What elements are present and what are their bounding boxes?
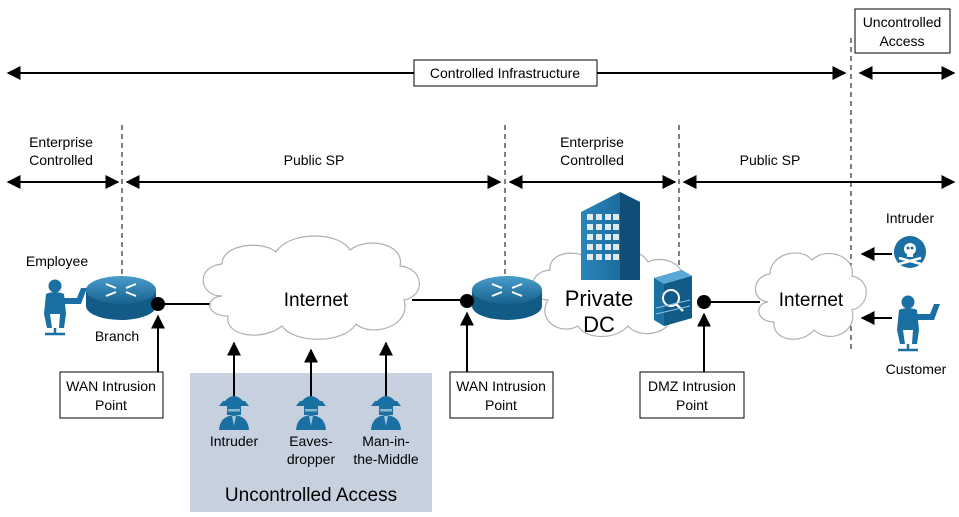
datacenter-building-icon <box>581 192 640 280</box>
wan2-intrusion-line1: WAN Intrusion <box>456 378 546 394</box>
wan2-intrusion-box <box>449 371 554 419</box>
firewall-ips-icon <box>654 270 692 326</box>
intruder-right-label: Intruder <box>886 210 935 226</box>
branch-zone-label-line2: Controlled <box>29 152 93 168</box>
branch-router-icon <box>86 276 156 320</box>
eavesdropper-label-line1: Eaves- <box>289 433 333 449</box>
intruder-threat-label: Intruder <box>210 433 259 449</box>
wan1-intrusion-dot <box>151 297 165 311</box>
internet-2-label: Internet <box>779 290 844 311</box>
public-sp-1-label: Public SP <box>284 152 345 168</box>
wan1-intrusion-line1: WAN Intrusion <box>66 378 156 394</box>
dmz-intrusion-box <box>639 371 745 419</box>
eavesdropper-label-line2: dropper <box>287 451 336 467</box>
controlled-infrastructure-label: Controlled Infrastructure <box>430 65 580 81</box>
wan2-intrusion-line2: Point <box>485 397 517 413</box>
branch-zone-label-line1: Enterprise <box>29 134 93 150</box>
mitm-label-line2: the-Middle <box>353 451 419 467</box>
zone-dividers <box>121 38 852 350</box>
dmz-intrusion-dot <box>697 295 711 309</box>
dmz-intrusion-line1: DMZ Intrusion <box>648 378 736 394</box>
employee-icon <box>42 278 89 336</box>
branch-label: Branch <box>95 328 139 344</box>
employee-label: Employee <box>26 253 88 269</box>
mitm-label-line1: Man-in- <box>362 433 410 449</box>
private-dc-label-line2: DC <box>583 312 615 337</box>
skull-crossbones-icon <box>894 236 926 268</box>
wan1-intrusion-box <box>59 371 164 419</box>
internet-cloud-2 <box>754 252 867 340</box>
dc-zone-label-line2: Controlled <box>560 152 624 168</box>
wan1-intrusion-line2: Point <box>95 397 127 413</box>
internet-1-label: Internet <box>284 290 349 311</box>
dmz-intrusion-line2: Point <box>676 397 708 413</box>
wan2-intrusion-dot <box>460 294 474 308</box>
uncontrolled-access-area-label: Uncontrolled Access <box>225 485 397 506</box>
customer-label: Customer <box>886 361 947 377</box>
controlled-infrastructure-box <box>413 59 598 87</box>
public-sp-2-label: Public SP <box>740 152 801 168</box>
uncontrolled-access-top-line1: Uncontrolled <box>863 14 942 30</box>
uncontrolled-access-top-line2: Access <box>879 33 924 49</box>
dc-router-icon <box>472 276 542 320</box>
uncontrolled-access-top-box <box>854 8 951 54</box>
private-dc-label-line1: Private <box>565 286 633 311</box>
internet-cloud-1 <box>202 235 420 340</box>
dc-zone-label-line1: Enterprise <box>560 134 624 150</box>
customer-icon <box>895 294 942 352</box>
